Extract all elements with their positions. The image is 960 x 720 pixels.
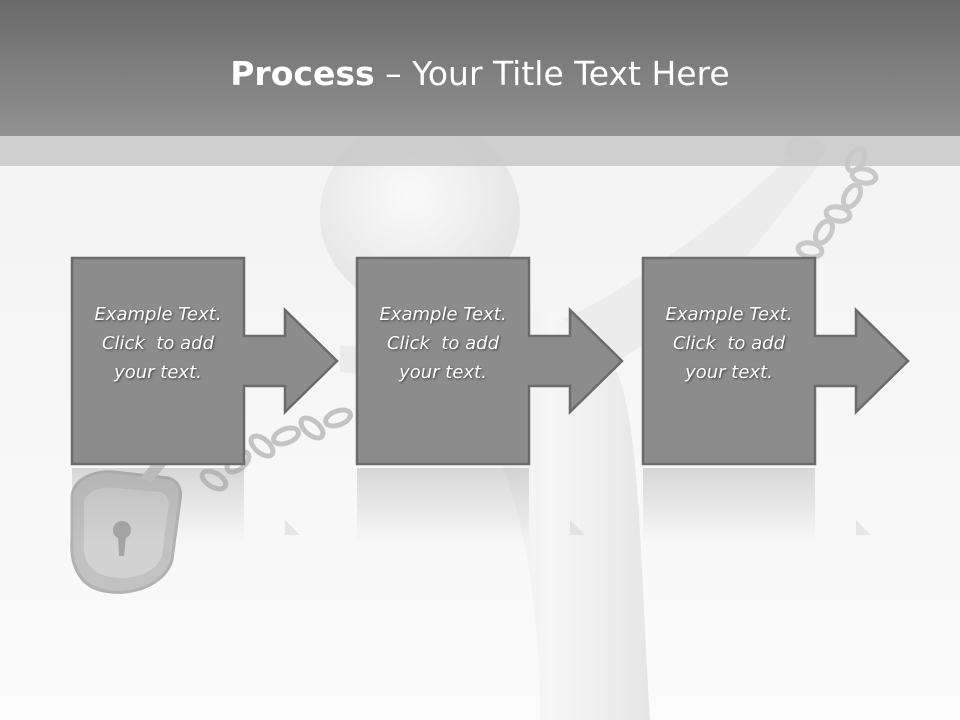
process-step-1-shape[interactable]: [70, 256, 339, 466]
step-line: Click to add: [101, 332, 214, 354]
step-line: your text.: [114, 361, 202, 383]
step-line: Click to add: [672, 332, 785, 354]
process-step-1-reflection: [72, 468, 300, 545]
chain-icon: [795, 146, 879, 260]
step-line: Example Text.: [94, 303, 222, 325]
slide-title-bold: Process: [230, 54, 375, 93]
step-line: your text.: [685, 361, 773, 383]
process-step-3-text[interactable]: Example Text. Click to add your text.: [643, 258, 815, 464]
process-step-2-reflection: [357, 468, 585, 545]
step-line: your text.: [399, 361, 487, 383]
title-bar-band: [0, 136, 960, 166]
slide-title-rest: – Your Title Text Here: [374, 54, 730, 93]
process-step-3-reflection: [643, 468, 871, 545]
process-step-2-shape[interactable]: [355, 256, 624, 466]
process-step-1-text[interactable]: Example Text. Click to add your text.: [72, 258, 244, 464]
step-line: Example Text.: [379, 303, 507, 325]
process-step-3-shape[interactable]: [641, 256, 910, 466]
title-bar: [0, 0, 960, 136]
step-line: Example Text.: [665, 303, 793, 325]
step-line: Click to add: [386, 332, 499, 354]
slide-title[interactable]: Process – Your Title Text Here: [0, 52, 960, 96]
process-step-2-text[interactable]: Example Text. Click to add your text.: [357, 258, 529, 464]
